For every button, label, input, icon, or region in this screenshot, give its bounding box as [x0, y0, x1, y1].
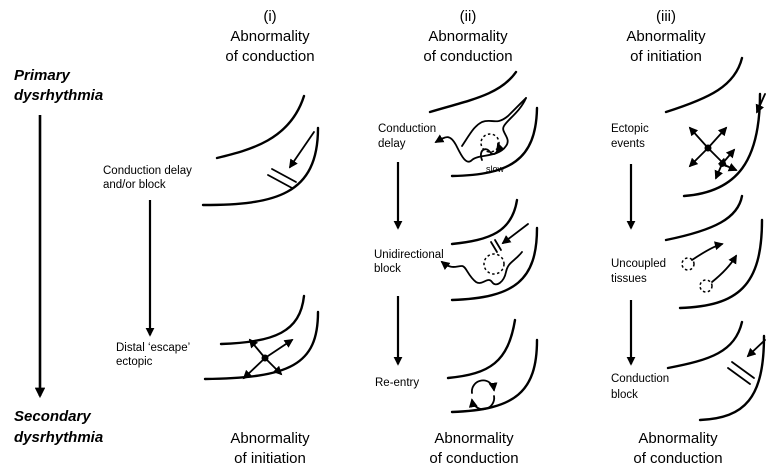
column-ii-numeral: (ii): [460, 8, 477, 25]
column-ii-step1-line1: Conduction: [378, 123, 436, 135]
column-i-top-line1: Abnormality: [230, 28, 310, 45]
column-ii-step1-line2: delay: [378, 138, 406, 150]
primary-label-line1: Primary: [14, 67, 71, 84]
column-i-numeral: (i): [263, 8, 276, 25]
column-iii-uncoupled-tissues-panel: [666, 196, 762, 308]
column-ii-top-line2: of conduction: [423, 48, 512, 65]
column-i-step1-line1: Conduction delay: [103, 165, 192, 177]
column-iii-bottom-line1: Abnormality: [638, 430, 718, 447]
secondary-label-line2: dysrhythmia: [14, 429, 103, 446]
column-ii-conduction-delay-panel: slow: [430, 72, 537, 176]
slow-label: slow: [486, 164, 505, 174]
column-iii-top-line2: of initiation: [630, 48, 702, 65]
column-iii-numeral: (iii): [656, 8, 676, 25]
column-ii-step2-line1: Unidirectional: [374, 249, 444, 261]
column-iii-step2-line2: tissues: [611, 273, 647, 285]
column-i-step2-line2: ectopic: [116, 356, 153, 368]
secondary-label-line1: Secondary: [14, 408, 91, 425]
column-i-conduction-block-panel: [203, 96, 318, 205]
column-iii-step3-line2: block: [611, 389, 638, 401]
column-ii-bottom-line2: of conduction: [429, 450, 518, 467]
column-i-step2-line1: Distal ‘escape’: [116, 342, 190, 354]
column-i-bottom-line1: Abnormality: [230, 430, 310, 447]
column-iii-bottom-line2: of conduction: [633, 450, 722, 467]
column-iii-ectopic-events-panel: [666, 58, 765, 196]
column-iii-step2-line1: Uncoupled: [611, 258, 666, 270]
column-iii-conduction-block-panel: [668, 322, 765, 420]
column-ii-top-line1: Abnormality: [428, 28, 508, 45]
column-ii-step3-line1: Re-entry: [375, 377, 419, 389]
column-iii-step1-line1: Ectopic: [611, 123, 649, 135]
column-iii-top-line1: Abnormality: [626, 28, 706, 45]
column-i-bottom-line2: of initiation: [234, 450, 306, 467]
primary-label-line2: dysrhythmia: [14, 87, 103, 104]
column-ii-re-entry-panel: [448, 320, 537, 412]
column-i-top-line2: of conduction: [225, 48, 314, 65]
column-ii-step2-line2: block: [374, 263, 401, 275]
column-ii-bottom-line1: Abnormality: [434, 430, 514, 447]
column-i-escape-ectopic-panel: [205, 296, 318, 379]
column-i-step1-line2: and/or block: [103, 179, 166, 191]
column-ii-unidirectional-block-panel: [442, 200, 537, 300]
column-iii-step3-line1: Conduction: [611, 373, 669, 385]
column-iii-step1-line2: events: [611, 138, 645, 150]
